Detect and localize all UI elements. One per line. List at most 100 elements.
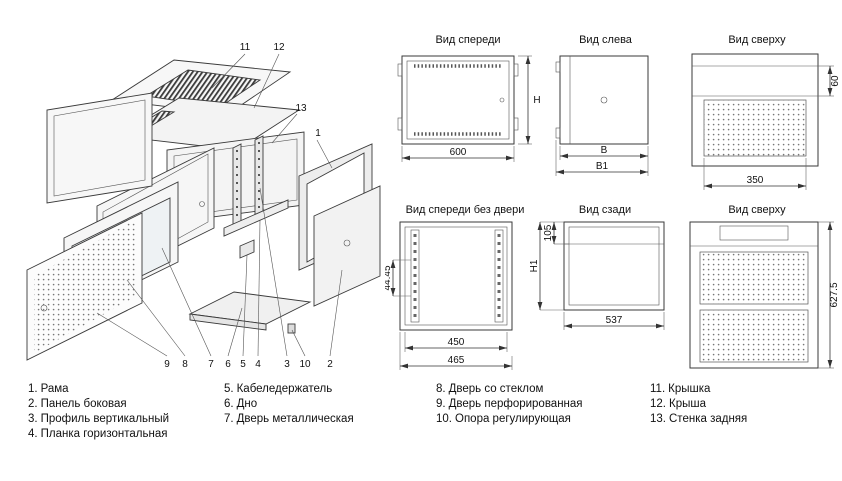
exploded-view: 11 12 13 1 9 8 7 6 5 4 3 10 2 bbox=[2, 8, 394, 376]
perforated-door-part bbox=[26, 212, 143, 361]
outer-width-dim: 465 bbox=[448, 355, 465, 366]
rear-top-dim: 105 bbox=[543, 224, 554, 241]
callout-3: 3 bbox=[284, 359, 290, 370]
front-view-drawing: 600 H bbox=[397, 55, 541, 162]
legend-item-number: 12. bbox=[650, 398, 666, 410]
side-panel-part bbox=[313, 185, 381, 307]
legend-item-label: Кабеледержатель bbox=[236, 383, 333, 395]
unit-pitch-dimension: 44.45 bbox=[385, 259, 411, 297]
callout-9: 9 bbox=[164, 359, 170, 370]
rear-view-title: Вид сзади bbox=[578, 204, 632, 216]
roof-depth-dimension: 60 bbox=[818, 65, 841, 97]
depth-dimension: 627.5 bbox=[818, 221, 840, 369]
left-view: Вид слева B B1 bbox=[548, 33, 663, 180]
legend-item-number: 6. bbox=[224, 398, 234, 410]
legend-item-label: Опора регулирующая bbox=[455, 413, 571, 425]
outer-depth-dimension: B1 bbox=[555, 140, 648, 176]
left-side-panel-part bbox=[46, 92, 153, 204]
top-view-title: Вид сверху bbox=[728, 34, 786, 46]
depth-dimension: B bbox=[559, 145, 649, 176]
legend-item-number: 10. bbox=[436, 413, 452, 425]
callout-4: 4 bbox=[255, 359, 261, 370]
legend-item-number: 8. bbox=[436, 383, 446, 395]
left-b1-dim: B1 bbox=[596, 161, 609, 172]
legend-item: 1.Рама bbox=[28, 382, 169, 397]
legend-item: 4.Планка горизонтальная bbox=[28, 427, 169, 442]
legend-item: 3.Профиль вертикальный bbox=[28, 412, 169, 427]
legend-item-number: 4. bbox=[28, 428, 38, 440]
legend-item-number: 5. bbox=[224, 383, 234, 395]
legend-item: 12.Крыша bbox=[650, 397, 747, 412]
legend-item: 11.Крышка bbox=[650, 382, 747, 397]
legend-item-label: Дно bbox=[236, 398, 258, 410]
inner-width-dim: 450 bbox=[448, 337, 465, 348]
callout-numbers: 11 12 13 1 9 8 7 6 5 4 3 10 2 bbox=[164, 42, 333, 370]
top-view-drawing: 60 350 bbox=[691, 53, 841, 190]
legend-item: 2.Панель боковая bbox=[28, 397, 169, 412]
legend-item-label: Дверь металлическая bbox=[236, 413, 354, 425]
outer-width-dimension: 465 bbox=[399, 332, 513, 370]
legend-item-number: 2. bbox=[28, 398, 38, 410]
bottom-part bbox=[188, 291, 312, 331]
vent-perforation bbox=[703, 99, 807, 157]
legend-item-label: Стенка задняя bbox=[669, 413, 748, 425]
inner-width-dimension: 450 bbox=[404, 332, 508, 352]
legend-item-label: Дверь перфорированная bbox=[448, 398, 583, 410]
top-full-view-title: Вид сверху bbox=[728, 204, 786, 216]
front-no-door-drawing: 44.45 450 465 bbox=[385, 221, 513, 370]
rear-height-dim: H1 bbox=[530, 259, 540, 272]
rear-width-dim: 537 bbox=[606, 315, 623, 326]
width-dimension: 600 bbox=[401, 146, 515, 162]
top-depth-dim: 60 bbox=[830, 75, 841, 87]
mounting-rails bbox=[410, 229, 504, 323]
lock-icon bbox=[499, 97, 505, 103]
parts-legend: 1.Рама 2.Панель боковая 3.Профиль вертик… bbox=[0, 382, 842, 452]
legend-item: 13.Стенка задняя bbox=[650, 412, 747, 427]
width-dimension: 537 bbox=[563, 312, 665, 330]
vent-perforation-lower bbox=[699, 309, 809, 363]
front-width-dim: 600 bbox=[450, 147, 467, 158]
legend-item-label: Планка горизонтальная bbox=[40, 428, 168, 440]
legend-item-number: 9. bbox=[436, 398, 446, 410]
foot-part bbox=[287, 323, 296, 334]
legend-item: 9.Дверь перфорированная bbox=[436, 397, 583, 412]
top-full-depth-dim: 627.5 bbox=[829, 282, 840, 307]
front-no-door-title: Вид спереди без двери bbox=[405, 204, 525, 216]
top-full-view-drawing: 627.5 bbox=[689, 221, 840, 369]
legend-item-label: Рама bbox=[40, 383, 69, 395]
legend-item-label: Профиль вертикальный bbox=[40, 413, 170, 425]
callout-11: 11 bbox=[240, 42, 251, 53]
left-view-drawing: B B1 bbox=[555, 55, 649, 176]
legend-item-number: 11. bbox=[650, 383, 666, 395]
legend-item-number: 13. bbox=[650, 413, 666, 425]
keyhole-icon bbox=[600, 96, 608, 104]
front-height-dim: H bbox=[533, 95, 540, 106]
front-no-door-view: Вид спереди без двери 44.45 bbox=[385, 203, 545, 374]
legend-item-label: Дверь со стеклом bbox=[448, 383, 544, 395]
top-full-view: Вид сверху 627.5 bbox=[672, 203, 842, 378]
legend-column-3: 8.Дверь со стеклом 9.Дверь перфорированн… bbox=[436, 382, 583, 427]
legend-item-number: 3. bbox=[28, 413, 38, 425]
callout-10: 10 bbox=[299, 359, 311, 370]
height-dimension: H bbox=[518, 55, 541, 145]
legend-column-1: 1.Рама 2.Панель боковая 3.Профиль вертик… bbox=[28, 382, 169, 442]
left-b-dim: B bbox=[601, 145, 608, 156]
legend-item: 8.Дверь со стеклом bbox=[436, 382, 583, 397]
legend-item-number: 7. bbox=[224, 413, 234, 425]
exploded-view-drawing: 11 12 13 1 9 8 7 6 5 4 3 10 2 bbox=[26, 42, 381, 370]
callout-leaders bbox=[96, 53, 343, 357]
legend-item-label: Крыша bbox=[669, 398, 706, 410]
left-view-title: Вид слева bbox=[579, 34, 632, 46]
legend-item: 7.Дверь металлическая bbox=[224, 412, 354, 427]
unit-pitch-dim: 44.45 bbox=[385, 265, 393, 290]
rear-view: Вид сзади H1 105 bbox=[530, 203, 680, 336]
legend-column-2: 5.Кабеледержатель 6.Дно 7.Дверь металлич… bbox=[224, 382, 354, 427]
callout-2: 2 bbox=[327, 359, 333, 370]
callout-12: 12 bbox=[273, 42, 285, 53]
top-view: Вид сверху 60 3 bbox=[672, 33, 842, 196]
front-view-title: Вид спереди bbox=[435, 34, 501, 46]
vent-width-dimension: 350 bbox=[703, 158, 807, 190]
legend-item: 5.Кабеледержатель bbox=[224, 382, 354, 397]
callout-6: 6 bbox=[225, 359, 231, 370]
